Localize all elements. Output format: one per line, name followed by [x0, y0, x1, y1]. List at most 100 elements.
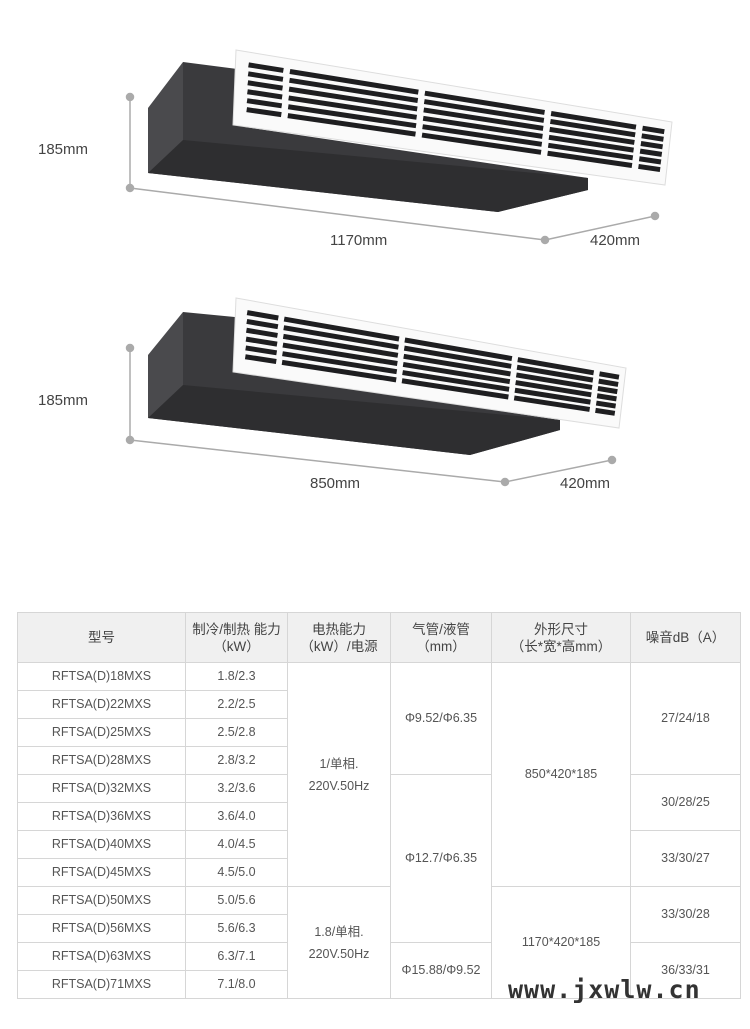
grille-slat	[638, 156, 662, 165]
pipe-cell: Φ12.7/Φ6.35	[390, 774, 492, 943]
column-header: 噪音dB（A）	[630, 612, 741, 663]
spec-table: 型号制冷/制热 能力（kW）电热能力（kW）/电源气管/液管（mm）外形尺寸（长…	[17, 612, 741, 999]
grille-slat	[244, 354, 277, 364]
column-header: 制冷/制热 能力（kW）	[185, 612, 288, 663]
column-header: 气管/液管（mm）	[390, 612, 492, 663]
capacity-cell: 3.2/3.6	[185, 774, 288, 803]
grille-slat	[403, 353, 511, 377]
grille-slat	[282, 342, 398, 366]
capacity-cell: 5.6/6.3	[185, 914, 288, 943]
grille-slat	[248, 62, 284, 73]
grille-slat	[246, 98, 283, 109]
grille-slat	[289, 77, 419, 103]
grille-slat	[550, 111, 637, 130]
column-header-line: （mm）	[416, 638, 466, 654]
grille-slat	[549, 118, 636, 138]
grille-slat	[513, 395, 591, 412]
grille-slat	[404, 337, 513, 362]
grille-slat	[640, 140, 663, 150]
grille-slat	[597, 385, 618, 395]
capacity-cell: 5.0/5.6	[185, 886, 288, 915]
model-cell: RFTSA(D)32MXS	[17, 774, 186, 803]
capacity-cell: 6.3/7.1	[185, 942, 288, 971]
noise-cell: 27/24/18	[630, 662, 741, 775]
unit-body-bottom	[148, 385, 560, 455]
grille-slat	[639, 148, 663, 157]
unit-2-height-label: 185mm	[38, 392, 89, 409]
unit-2-depth-label: 420mm	[560, 475, 611, 492]
grille-slat	[287, 113, 416, 137]
unit-1-depth-label: 420mm	[590, 232, 641, 249]
heater-line: 220V.50Hz	[308, 778, 370, 793]
grille-slat	[282, 351, 398, 375]
grille-slat	[641, 133, 664, 142]
grille-slat	[283, 316, 400, 342]
capacity-cell: 2.8/3.2	[185, 746, 288, 775]
grille-slat	[247, 89, 283, 100]
column-header-line: （长*宽*高mm）	[510, 638, 612, 654]
grille-slat	[547, 142, 634, 161]
model-cell: RFTSA(D)45MXS	[17, 858, 186, 887]
column-header-line: 气管/液管	[412, 621, 470, 637]
grille-slat	[515, 380, 592, 398]
model-cell: RFTSA(D)28MXS	[17, 746, 186, 775]
grille-slat	[246, 107, 282, 118]
grille-slat	[401, 378, 509, 400]
grille-slat	[595, 407, 616, 416]
column-header-line: 制冷/制热 能力	[192, 621, 281, 637]
heater-line: 1/单相.	[319, 756, 359, 771]
capacity-cell: 4.5/5.0	[185, 858, 288, 887]
heater-cell: 1.8/单相.220V.50Hz	[287, 886, 391, 999]
grille-slat	[514, 387, 591, 405]
pipe-cell: Φ9.52/Φ6.35	[390, 662, 492, 775]
grille-slat	[548, 134, 634, 153]
grille-slat	[246, 318, 279, 330]
grille-slat	[402, 370, 510, 392]
column-header-line: （kW）/电源	[300, 638, 378, 654]
column-header-line: 型号	[88, 630, 115, 645]
unit-1-height-label: 185mm	[38, 141, 89, 158]
table-header-row: 型号制冷/制热 能力（kW）电热能力（kW）/电源气管/液管（mm）外形尺寸（长…	[17, 612, 741, 663]
dimension-cell: 1170*420*185	[491, 886, 631, 999]
model-cell: RFTSA(D)63MXS	[17, 942, 186, 971]
grille-slat	[422, 124, 543, 147]
grille-slat	[421, 132, 542, 155]
watermark: www.jxwlw.cn	[508, 975, 701, 1004]
grille-slat	[599, 371, 620, 380]
product-illustrations	[125, 49, 673, 487]
column-header: 型号	[17, 612, 186, 663]
grille-slat	[517, 357, 595, 376]
heater-line: 1.8/单相.	[314, 924, 364, 939]
model-cell: RFTSA(D)25MXS	[17, 718, 186, 747]
grille-slat	[547, 150, 633, 168]
grille-slat	[595, 400, 617, 409]
unit-body-side	[148, 62, 183, 173]
grille-slat	[247, 80, 283, 91]
model-cell: RFTSA(D)71MXS	[17, 970, 186, 999]
grille-slat	[283, 325, 399, 350]
unit-grille	[232, 49, 673, 186]
grille-slat	[246, 327, 278, 338]
unit-850-dimension-lines	[125, 343, 617, 487]
grille-slat	[245, 336, 278, 347]
column-header-line: 电热能力	[312, 621, 366, 637]
capacity-cell: 1.8/2.3	[185, 662, 288, 691]
capacity-cell: 3.6/4.0	[185, 802, 288, 831]
grille-slat	[549, 126, 635, 145]
grille-slat	[289, 69, 419, 95]
model-cell: RFTSA(D)50MXS	[17, 886, 186, 915]
model-cell: RFTSA(D)22MXS	[17, 690, 186, 719]
noise-cell: 36/33/31	[630, 942, 741, 999]
grille-slat	[246, 310, 279, 321]
heater-cell: 1/单相. 220V.50Hz	[287, 662, 391, 887]
grille-slat	[422, 115, 543, 139]
noise-cell: 33/30/28	[630, 886, 741, 943]
grille-slat	[288, 95, 418, 120]
grille-slat	[423, 107, 544, 131]
